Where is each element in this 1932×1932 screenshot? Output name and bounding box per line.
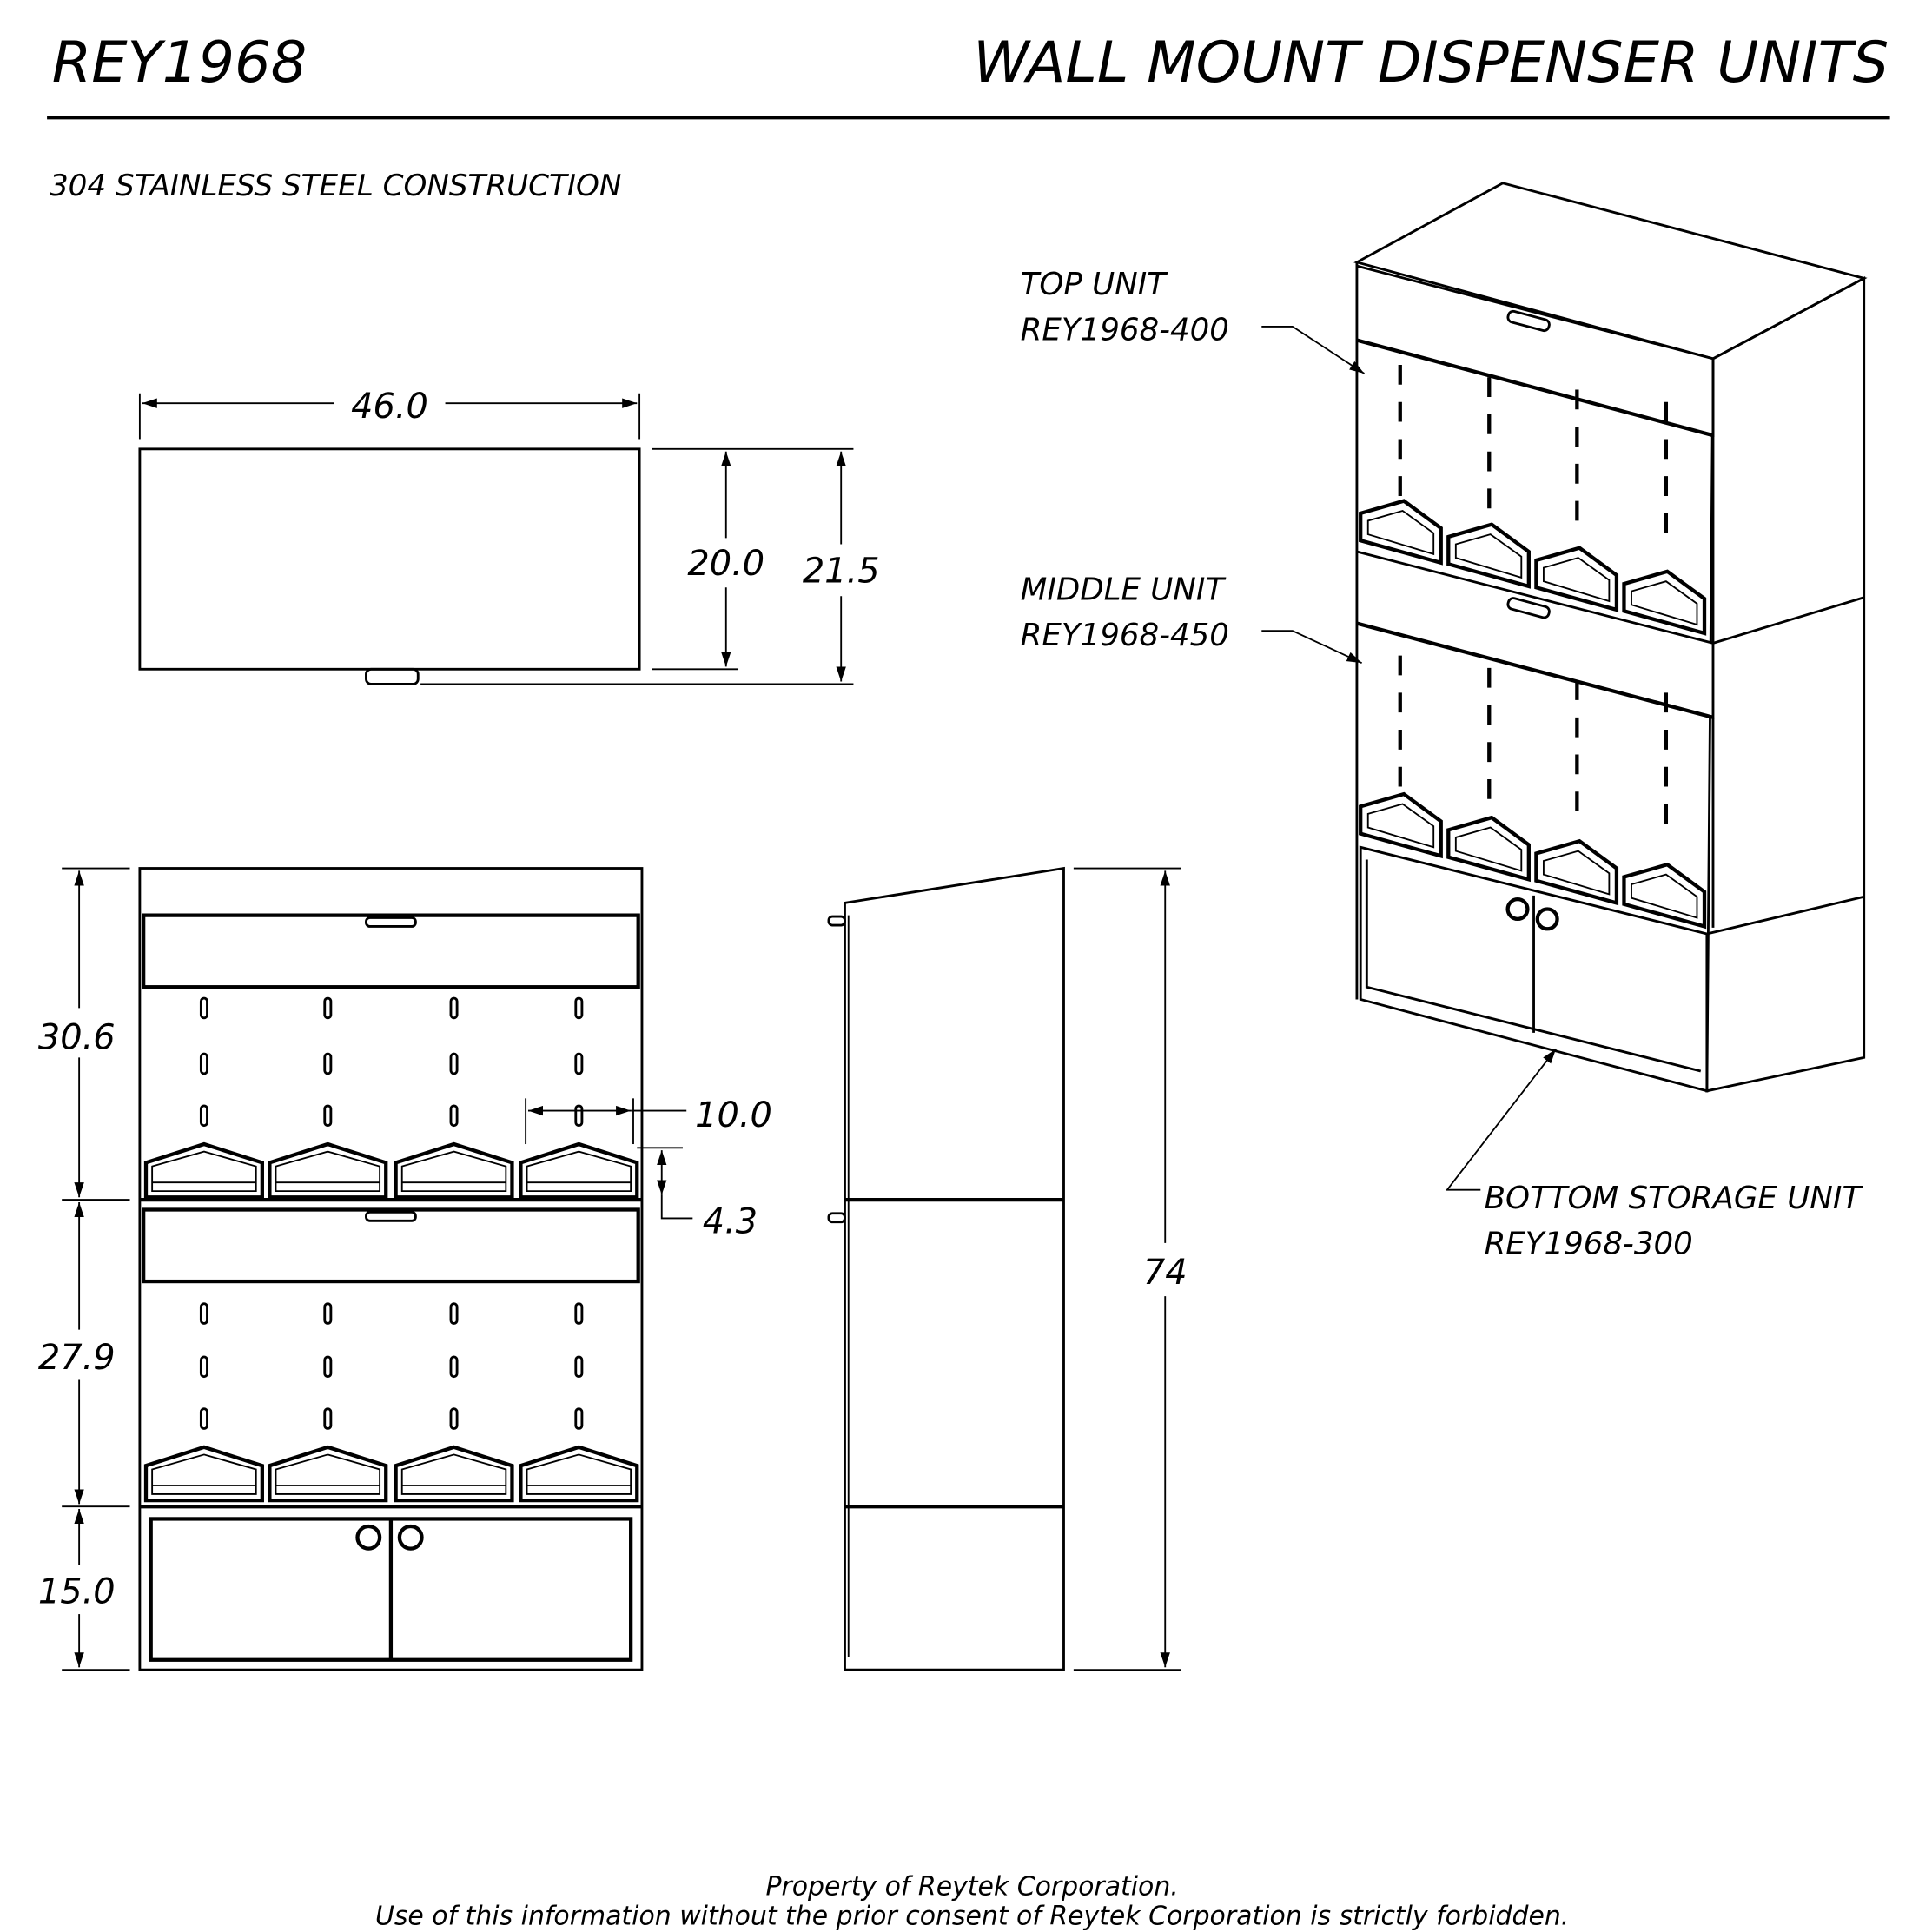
key-slot	[323, 996, 333, 1020]
callout-top-name: TOP UNIT	[1021, 267, 1169, 302]
iso-bin-inner	[1631, 580, 1698, 626]
dim-width: 46.0	[351, 387, 428, 427]
dispenser-bin-inner	[526, 1150, 632, 1193]
dispenser-bin	[143, 1141, 264, 1200]
door-knob-left	[355, 1524, 382, 1551]
dim-middle-unit-height: 27.9	[38, 1338, 116, 1378]
key-slot	[449, 1355, 459, 1379]
drawing-code: REY1968	[52, 30, 308, 96]
top-view-outline	[138, 447, 641, 671]
dim-bin-height: 4.3	[703, 1202, 758, 1242]
key-slot	[199, 1302, 208, 1325]
key-slot	[574, 1302, 584, 1325]
side-outline	[844, 866, 1065, 1671]
dispenser-bin-inner	[400, 1453, 507, 1495]
side-view: 74	[827, 866, 1188, 1671]
iso-top-drawer	[1355, 264, 1715, 438]
iso-bin-inner	[1454, 533, 1523, 579]
dispenser-bin-inner	[151, 1453, 257, 1495]
dispenser-bin-inner	[526, 1453, 632, 1495]
key-slot	[449, 996, 459, 1020]
iso-knob-left	[1505, 897, 1530, 922]
key-slot	[199, 1407, 208, 1430]
top-view: 46.0 20.0 21.5	[138, 387, 880, 685]
footer-line-1: Property of Reytek Corporation.	[765, 1871, 1178, 1902]
dim-bottom-unit-height: 15.0	[38, 1571, 116, 1611]
callout-bottom-name: BOTTOM STORAGE UNIT	[1485, 1181, 1864, 1216]
key-slot	[323, 1355, 333, 1379]
key-slot	[574, 1407, 584, 1430]
dispenser-bin-inner	[151, 1150, 257, 1193]
key-slot	[574, 1104, 584, 1128]
dispenser-bin	[268, 1445, 388, 1503]
callout-middle-part: REY1968-450	[1021, 618, 1229, 653]
key-slot	[574, 996, 584, 1020]
dim-depth: 20.0	[687, 544, 764, 584]
material-note: 304 STAINLESS STEEL CONSTRUCTION	[50, 169, 621, 203]
middle-drawer-handle	[365, 1210, 417, 1222]
key-slot	[449, 1407, 459, 1430]
dispenser-bin-inner	[275, 1453, 381, 1495]
iso-middle-handle	[1506, 597, 1551, 619]
door-knob-right	[397, 1524, 424, 1551]
dispenser-bin-inner	[400, 1150, 507, 1193]
front-view: 30.6 27.9 15.0 10.0 4.3	[38, 867, 772, 1671]
iso-side-face	[1705, 275, 1866, 1093]
mount-peg	[827, 915, 846, 927]
iso-bin-inner	[1366, 510, 1435, 556]
dim-top-unit-height: 30.6	[38, 1017, 116, 1057]
dim-depth-with-handle: 21.5	[803, 552, 880, 592]
key-slot	[323, 1407, 333, 1430]
top-drawer-panel	[142, 913, 640, 989]
top-drawer-handle	[365, 916, 417, 928]
dispenser-bin	[268, 1141, 388, 1200]
iso-bin-inner	[1631, 873, 1698, 919]
middle-drawer-panel	[142, 1208, 640, 1284]
callout-bottom-part: REY1968-300	[1485, 1227, 1693, 1262]
key-slot	[199, 1355, 208, 1379]
key-slot	[323, 1052, 333, 1075]
dispenser-bin	[394, 1445, 514, 1503]
dim-total-height: 74	[1143, 1253, 1188, 1293]
iso-bin-inner	[1454, 826, 1523, 872]
dispenser-bin-inner	[275, 1150, 381, 1193]
mount-peg	[827, 1212, 846, 1224]
dispenser-bin	[519, 1141, 639, 1200]
callout-middle-name: MIDDLE UNIT	[1021, 572, 1227, 608]
key-slot	[574, 1355, 584, 1379]
key-slot	[199, 996, 208, 1020]
iso-bin-inner	[1366, 803, 1435, 849]
iso-knob-right	[1535, 907, 1559, 931]
key-slot	[323, 1302, 333, 1325]
key-slot	[449, 1104, 459, 1128]
top-view-handle	[365, 667, 420, 685]
key-slot	[574, 1052, 584, 1075]
dispenser-bin	[143, 1445, 264, 1503]
iso-bin-inner	[1542, 850, 1611, 896]
isometric-view: TOP UNIT REY1968-400 MIDDLE UNIT REY1968…	[1021, 182, 1868, 1262]
key-slot	[199, 1052, 208, 1075]
front-outline	[138, 867, 644, 1671]
key-slot	[323, 1104, 333, 1128]
dim-bin-width: 10.0	[695, 1095, 772, 1135]
drawing-title: WALL MOUNT DISPENSER UNITS	[973, 30, 1889, 96]
key-slot	[449, 1052, 459, 1075]
footer-line-2: Use of this information without the prio…	[375, 1901, 1569, 1931]
dispenser-bin	[394, 1141, 514, 1200]
iso-top-handle	[1506, 309, 1551, 333]
iso-bin-inner	[1542, 557, 1611, 603]
key-slot	[199, 1104, 208, 1128]
dispenser-bin	[519, 1445, 639, 1503]
key-slot	[449, 1302, 459, 1325]
callout-top-part: REY1968-400	[1021, 313, 1229, 348]
